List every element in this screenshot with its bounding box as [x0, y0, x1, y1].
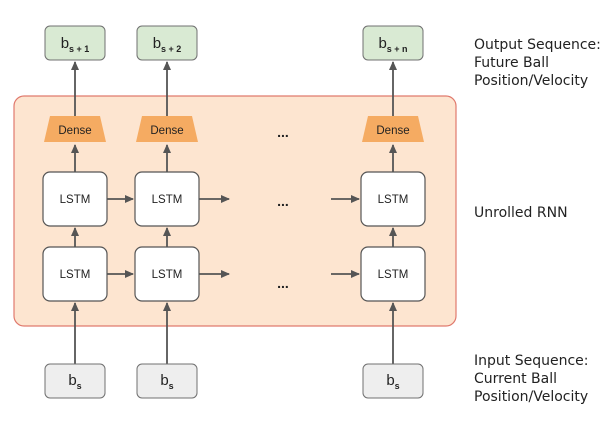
output-box: [362, 25, 424, 61]
lstm-label: LSTM: [60, 269, 91, 281]
lstm-box: [360, 246, 426, 302]
output-node: bs + 1: [44, 25, 106, 61]
lstm-label: LSTM: [60, 194, 91, 206]
lstm-label: LSTM: [378, 269, 409, 281]
output-label: bs + n: [378, 35, 407, 54]
unrolled-rnn-label: Unrolled RNN: [474, 205, 568, 221]
dense-layer: Dense: [44, 116, 106, 142]
input-box: [136, 363, 198, 399]
input-label: bs: [160, 372, 173, 391]
input-sequence-label: Input Sequence: Current Ball Position/Ve…: [474, 352, 588, 406]
lstm-cell: LSTM: [42, 246, 108, 302]
ellipsis: ...: [277, 124, 289, 140]
dense-label: Dense: [376, 125, 409, 137]
input-box: [44, 363, 106, 399]
lstm-cell: LSTM: [360, 246, 426, 302]
output-box: [136, 25, 198, 61]
output-label-line: Position/Velocity: [474, 73, 589, 89]
input-label-line: Current Ball: [474, 371, 557, 387]
lstm-label: LSTM: [152, 269, 183, 281]
lstm-cell: LSTM: [134, 246, 200, 302]
lstm-cell: LSTM: [134, 171, 200, 227]
lstm-box: [42, 171, 108, 227]
lstm-cell: LSTM: [42, 171, 108, 227]
ellipsis: ...: [277, 275, 289, 291]
lstm-label: LSTM: [152, 194, 183, 206]
output-sequence-label: Output Sequence: Future Ball Position/Ve…: [474, 36, 601, 90]
output-label-line: Future Ball: [474, 55, 549, 71]
input-label: bs: [386, 372, 399, 391]
input-node: bs: [44, 363, 106, 399]
input-label-line: Position/Velocity: [474, 389, 589, 405]
output-label: bs + 2: [153, 35, 182, 54]
lstm-box: [42, 246, 108, 302]
dense-label: Dense: [58, 125, 91, 137]
output-box: [44, 25, 106, 61]
dense-layer: Dense: [136, 116, 198, 142]
dense-label: Dense: [150, 125, 183, 137]
input-label-line: Input Sequence:: [474, 353, 589, 369]
input-box: [362, 363, 424, 399]
lstm-box: [360, 171, 426, 227]
input-node: bs: [136, 363, 198, 399]
output-node: bs + 2: [136, 25, 198, 61]
output-node: bs + n: [362, 25, 424, 61]
input-label: bs: [68, 372, 81, 391]
dense-shape: [44, 116, 106, 142]
lstm-box: [134, 246, 200, 302]
ellipsis: ...: [277, 193, 289, 209]
dense-shape: [136, 116, 198, 142]
lstm-cell: LSTM: [360, 171, 426, 227]
dense-layer: Dense: [362, 116, 424, 142]
output-label-line: Output Sequence:: [474, 37, 601, 53]
input-node: bs: [362, 363, 424, 399]
rnn-container: [13, 95, 457, 327]
lstm-label: LSTM: [378, 194, 409, 206]
dense-shape: [362, 116, 424, 142]
lstm-box: [134, 171, 200, 227]
output-label: bs + 1: [61, 35, 90, 54]
